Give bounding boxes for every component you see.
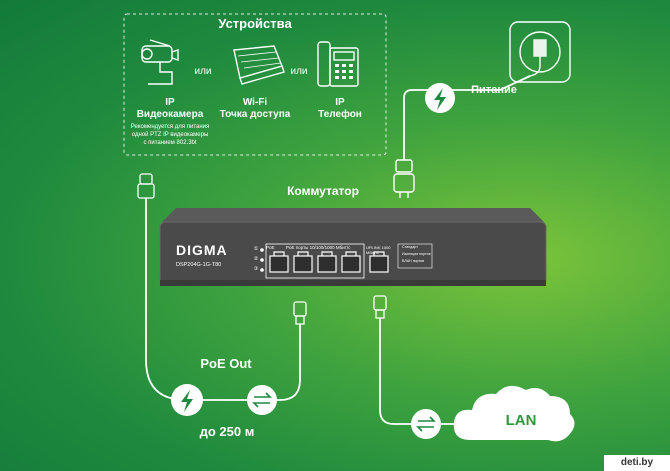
lan-cable xyxy=(379,318,470,425)
or-label: или xyxy=(290,66,308,77)
ap-label-line1: Wi-Fi xyxy=(242,97,268,108)
uplink-label: UPLINK 1000 Мбит/с xyxy=(366,245,391,255)
port-icons xyxy=(269,251,389,273)
camera-note-line1: Рекомендуется для питания xyxy=(130,124,210,130)
devices-title: Устройства xyxy=(218,16,292,31)
poe-port-tag: PoE xyxy=(266,245,275,250)
lan-transfer-badge xyxy=(411,409,441,439)
legend-item: ВЛАН портов xyxy=(402,259,425,263)
lan-cloud-icon xyxy=(453,385,575,442)
power-label: Питание xyxy=(471,84,517,96)
phone-label-line2: Телефон xyxy=(318,109,362,120)
switch-device xyxy=(159,208,547,286)
legend-item: Изоляция портов xyxy=(402,252,431,256)
poe-ports-outline xyxy=(265,243,365,279)
legend-item: Стандарт xyxy=(402,245,418,249)
lan-label: LAN xyxy=(505,412,537,429)
transfer-arrows-icon xyxy=(252,392,272,408)
camera-label-line2: Видеокамера xyxy=(136,109,204,120)
distance-label: до 250 м xyxy=(199,424,255,439)
power-cable xyxy=(403,75,531,160)
phone-label-line1: IP xyxy=(335,97,345,108)
status-leds xyxy=(260,248,264,272)
ports-label: PoE порты 10/100/1000 Мбит/с xyxy=(286,245,351,250)
camera-note-line3: с питанием 802.3bt xyxy=(143,140,197,146)
switch-brand: DIGMA xyxy=(176,242,228,258)
led-label: ③ xyxy=(253,266,259,272)
switch-title: Коммутатор xyxy=(287,184,359,198)
ip-phone-icon xyxy=(317,41,359,87)
wifi-access-point-icon xyxy=(233,45,285,85)
watermark: deti.by xyxy=(604,455,670,471)
switch-model: DSP204G-1G-T80 xyxy=(176,262,222,268)
led-label: ① xyxy=(253,246,259,252)
led-label: ② xyxy=(253,256,259,262)
camera-note-line2: одной PTZ IP видеокамеры xyxy=(131,132,209,138)
bolt-icon xyxy=(434,88,446,110)
camera-label-line1: IP xyxy=(165,97,175,108)
bolt-icon xyxy=(181,390,193,412)
legend-box xyxy=(397,243,433,269)
transfer-arrows-icon xyxy=(416,416,436,432)
power-outlet-icon xyxy=(509,21,571,83)
rj45-connector-icon xyxy=(137,173,155,199)
or-label: или xyxy=(194,66,212,77)
devices-frame xyxy=(123,13,387,156)
data-transfer-badge xyxy=(247,385,277,415)
power-plug-icon xyxy=(393,159,415,198)
ip-camera-icon xyxy=(141,39,179,85)
poe-out-label: PoE Out xyxy=(200,356,252,371)
ap-label-line2: Точка доступа xyxy=(219,109,291,120)
rj45-connector-icon xyxy=(293,295,387,325)
